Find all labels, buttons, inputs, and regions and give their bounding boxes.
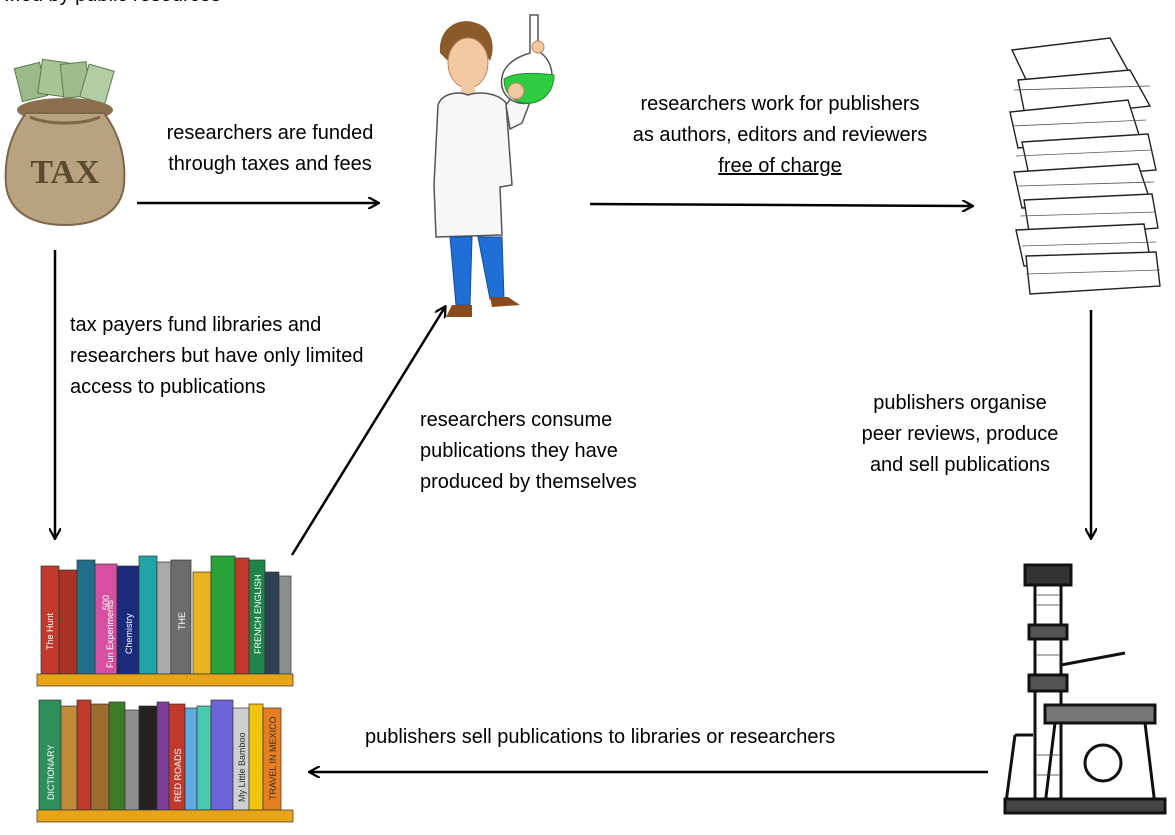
- label-organise-line-2: peer reviews, produce: [861, 423, 1059, 445]
- book-title-french-english: FRENCH ENGLISH: [253, 574, 263, 654]
- label-organise-line-1: publishers organise: [873, 392, 1047, 414]
- arrow-library-to-researcher: [290, 307, 445, 556]
- label-consume-line-2: publications they have: [420, 440, 618, 462]
- book-title-dictionary: DICTIONARY: [46, 745, 56, 800]
- book-title-red-roads: RED ROADS: [173, 748, 183, 802]
- label-taxpayers: tax payers fund libraries and researcher…: [70, 310, 390, 403]
- label-organise-line-3: and sell publications: [869, 454, 1051, 476]
- tax-bag-label: TAX: [30, 154, 100, 191]
- book-title-bamboo: My Little Bamboo: [237, 732, 247, 802]
- label-sell-line: publishers sell publications to librarie…: [365, 726, 836, 748]
- book-title-chemistry: Chemistry: [124, 613, 134, 654]
- book-title-500: 500: [101, 595, 111, 610]
- label-taxpayers-line-3: access to publications: [70, 376, 266, 398]
- label-taxpayers-line-2: researchers but have only limited: [70, 345, 364, 367]
- label-work-free-of-charge: free of charge: [718, 155, 842, 177]
- label-organise: publishers organise peer reviews, produc…: [845, 388, 1075, 481]
- label-researchers-work: researchers work for publishers as autho…: [605, 89, 955, 182]
- book-title-fun-experiments: Fun Experiments: [105, 599, 115, 668]
- label-consume-line-3: produced by themselves: [420, 471, 637, 493]
- label-work-line-2: as authors, editors and reviewers: [632, 124, 928, 146]
- label-funding-line-1: researchers are funded: [166, 122, 374, 144]
- label-funding: researchers are funded through taxes and…: [150, 118, 390, 180]
- book-title-mexico: TRAVEL IN MEXICO: [268, 716, 278, 800]
- label-funding-line-2: through taxes and fees: [168, 153, 372, 175]
- label-consume-line-1: researchers consume: [420, 409, 613, 431]
- label-sell: publishers sell publications to librarie…: [365, 722, 925, 753]
- book-title-the: THE: [177, 612, 187, 630]
- book-title-hunt: The Hunt: [45, 612, 55, 650]
- label-consume: researchers consume publications they ha…: [420, 405, 680, 498]
- label-work-line-1: researchers work for publishers: [640, 93, 920, 115]
- arrow-researcher-to-papers: [589, 204, 972, 206]
- label-taxpayers-line-1: tax payers fund libraries and: [70, 314, 322, 336]
- cut-off-heading: ...ed by public resources: [4, 0, 221, 11]
